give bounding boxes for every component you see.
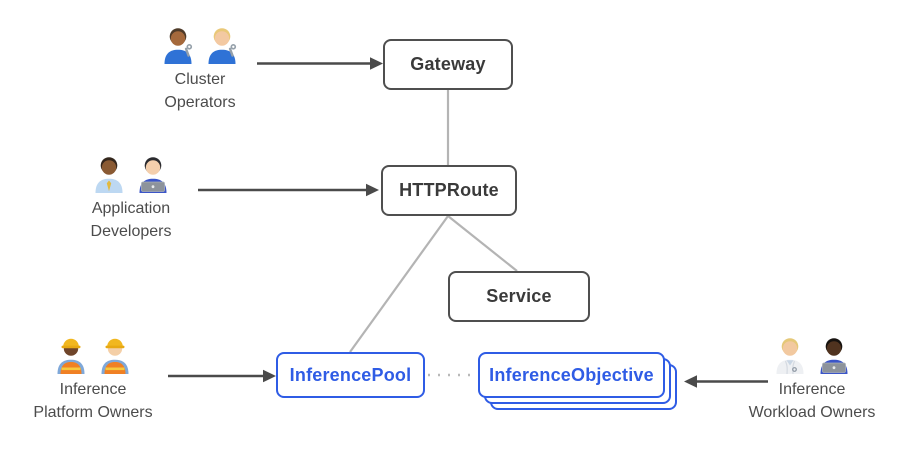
node-service-label: Service (486, 286, 552, 306)
health-worker-icon (776, 338, 804, 374)
man-construction-worker-icon (101, 338, 129, 374)
application-developers-icons (95, 157, 167, 193)
actor-inference-workload-owners-label: Inference Workload Owners (748, 381, 876, 421)
edge-httproute-inferencepool (349, 215, 449, 353)
inference-workload-owners-icons (776, 338, 848, 374)
node-inferenceobjective: InferenceObjective (478, 352, 665, 398)
actor-cluster-operators: Cluster Operators (115, 24, 285, 114)
inference-platform-owners-icons (57, 338, 129, 374)
woman-technologist-icon (139, 157, 167, 193)
actor-application-developers-label: Application Developers (90, 200, 172, 240)
edge-httproute-service (447, 215, 518, 272)
node-inferencepool-label: InferencePool (289, 364, 412, 385)
actor-cluster-operators-label: Cluster Operators (164, 71, 236, 111)
woman-mechanic-icon (208, 28, 237, 64)
node-inferencepool: InferencePool (276, 352, 425, 398)
actor-inference-workload-owners: Inference Workload Owners (727, 334, 897, 424)
actor-inference-platform-owners-label: Inference Platform Owners (33, 381, 153, 421)
actor-inference-platform-owners: Inference Platform Owners (8, 334, 178, 424)
cluster-operators-icons (164, 28, 237, 64)
arrow-platformowners-inferencepool (168, 369, 276, 383)
node-service: Service (448, 271, 590, 322)
node-inferenceobjective-label: InferenceObjective (489, 364, 654, 385)
node-httproute-label: HTTPRoute (399, 180, 499, 200)
node-gateway-label: Gateway (410, 54, 486, 74)
arrow-appdevelopers-httproute (198, 183, 379, 197)
node-gateway: Gateway (383, 39, 513, 90)
man-technologist-icon (820, 338, 848, 374)
actor-application-developers: Application Developers (46, 153, 216, 243)
man-office-worker-icon (95, 157, 123, 193)
man-mechanic-icon (164, 28, 193, 64)
node-httproute: HTTPRoute (381, 165, 517, 216)
woman-construction-worker-icon (57, 338, 85, 374)
